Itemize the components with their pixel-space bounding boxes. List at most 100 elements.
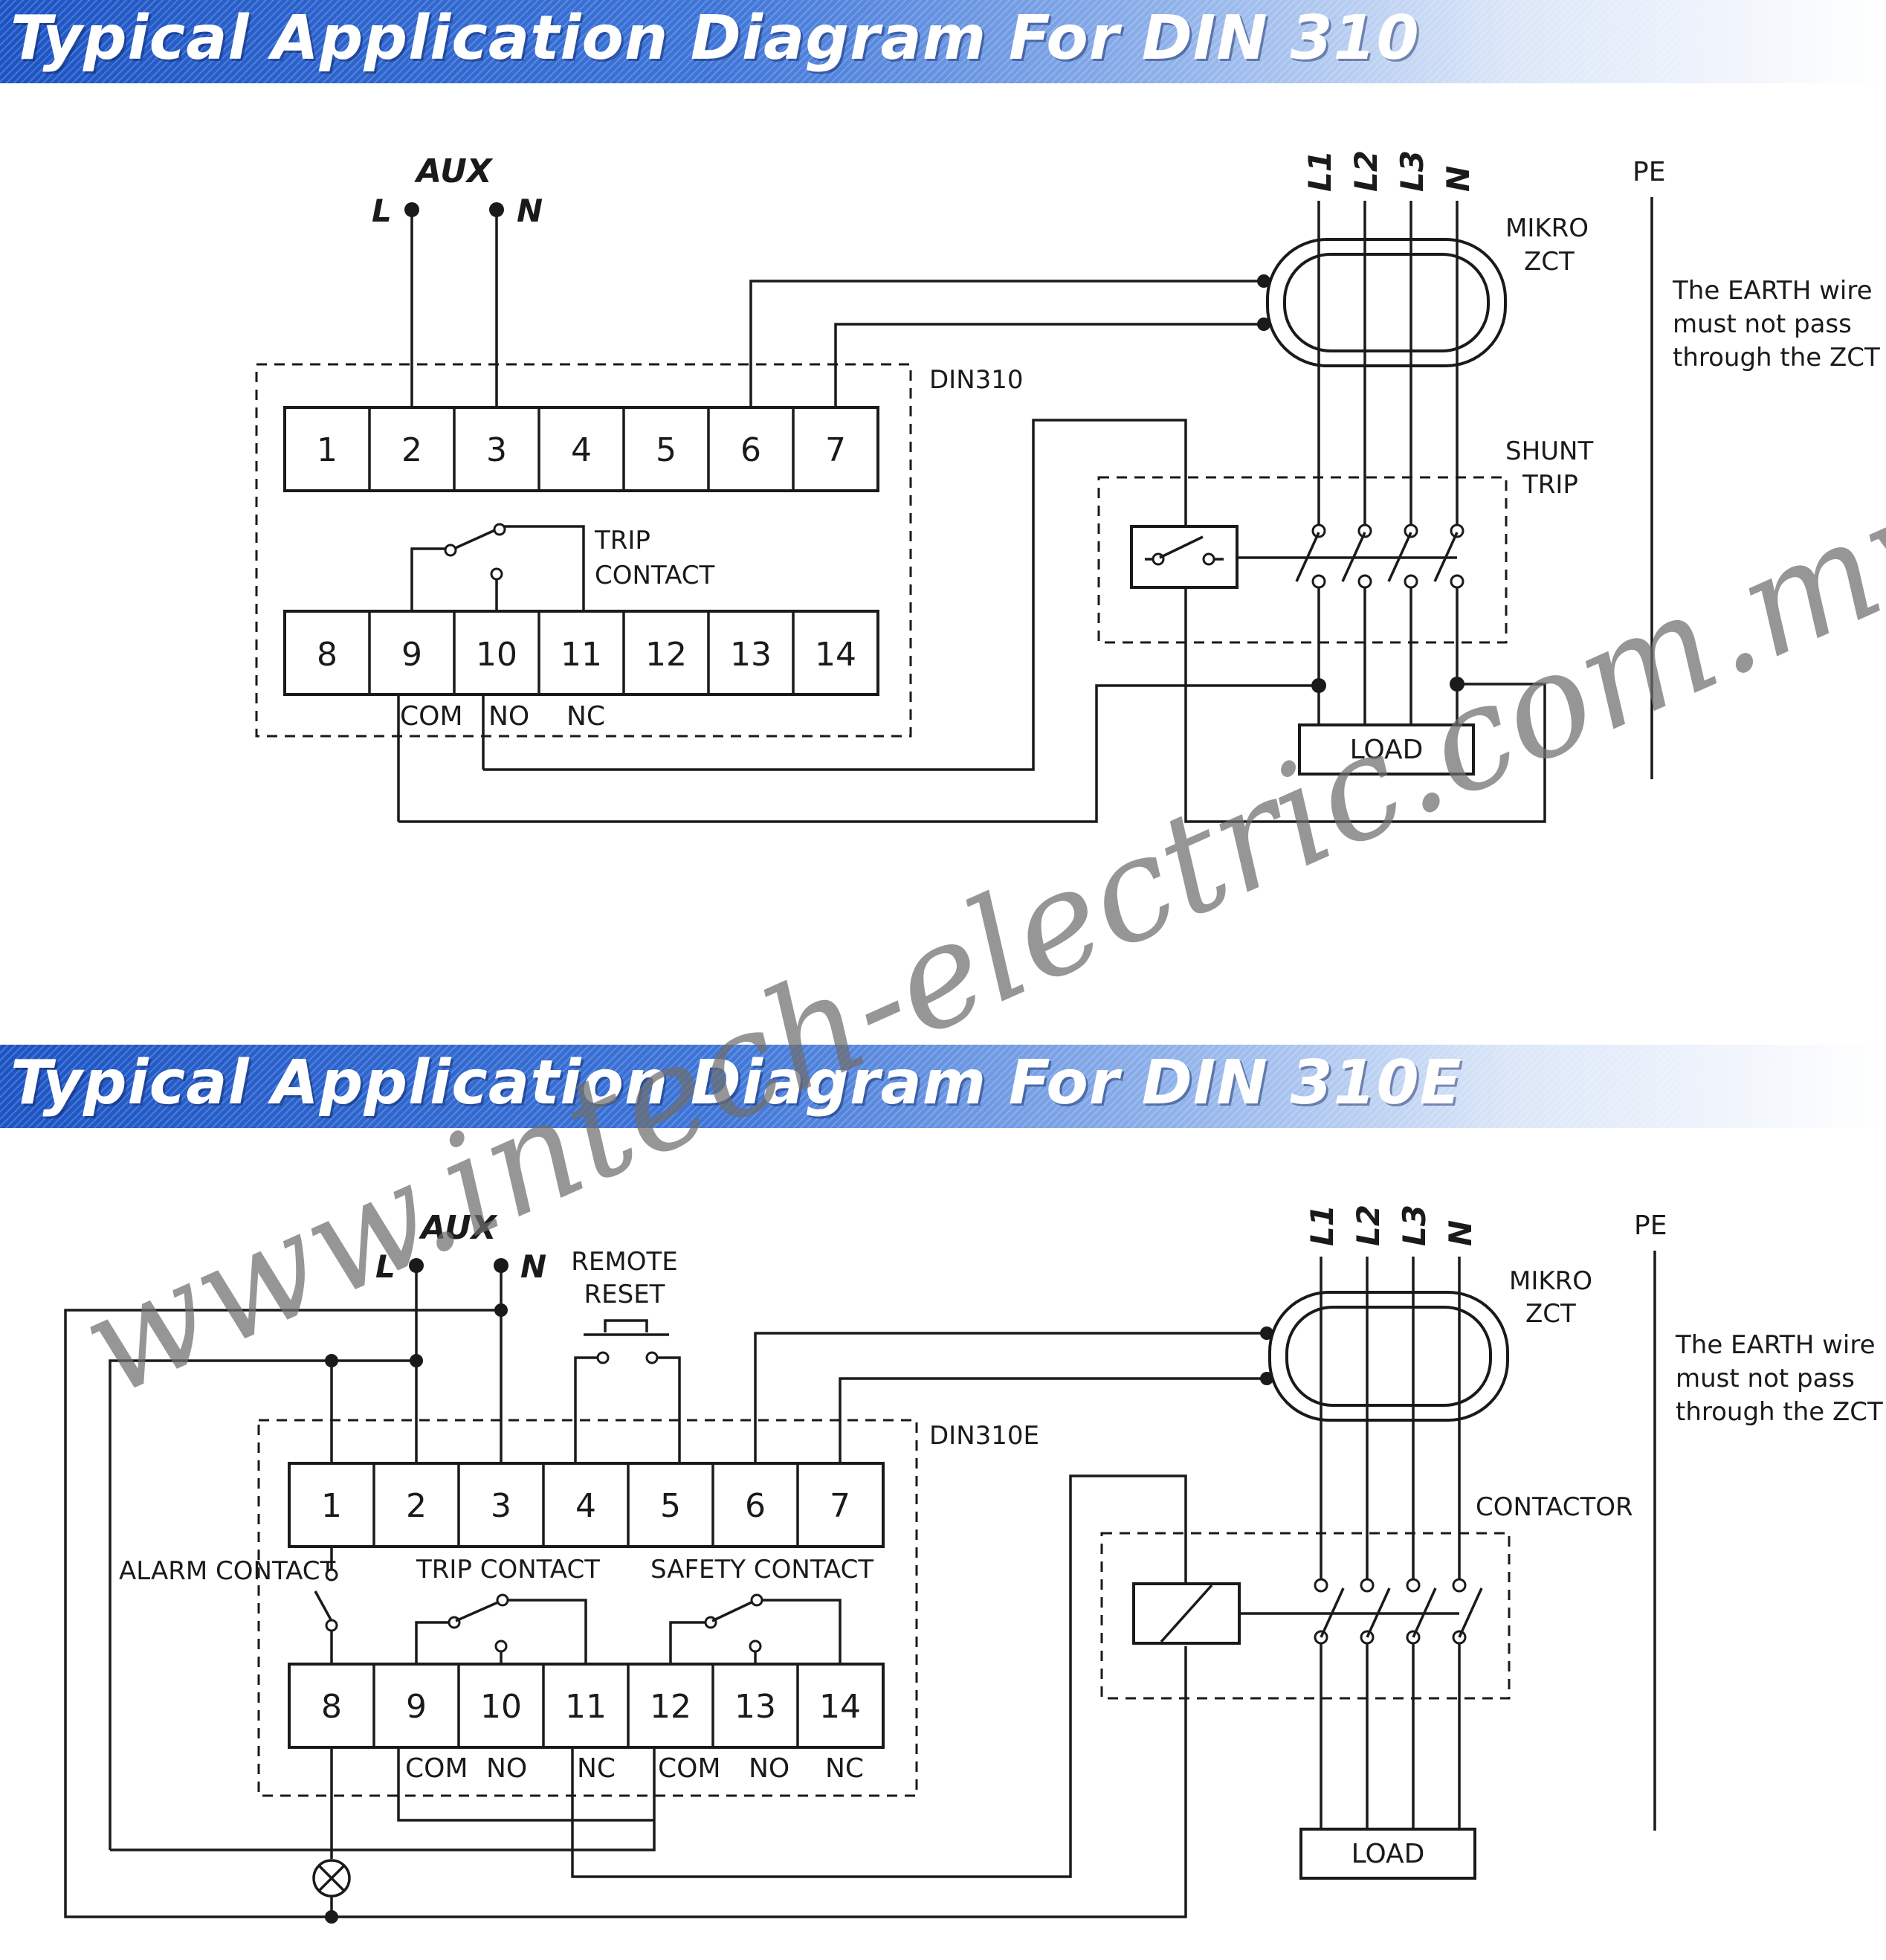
terminal-7: 7 bbox=[830, 1487, 850, 1525]
contactor-label: CONTACTOR bbox=[1476, 1492, 1633, 1522]
terminal-12: 12 bbox=[650, 1688, 691, 1726]
contact-label-com: COM bbox=[658, 1753, 721, 1784]
bottom-terminal-strip: 8 9 10 11 12 13 14 bbox=[288, 1663, 885, 1749]
phase-l3-label: L3 bbox=[1394, 150, 1430, 192]
banner-din310: Typical Application Diagram For DIN 310 bbox=[0, 0, 1886, 83]
terminal-4: 4 bbox=[571, 431, 592, 469]
diagram-din310e: DIN310E 1 2 3 4 5 6 7 8 9 10 11 12 13 bbox=[64, 1205, 1883, 1924]
contactor-outline bbox=[1100, 1532, 1511, 1700]
phase-conductors bbox=[1317, 201, 1459, 725]
terminal-5: 5 bbox=[660, 1487, 681, 1525]
terminal-9: 9 bbox=[406, 1688, 427, 1726]
shunt-trip-label: TRIP bbox=[1522, 470, 1578, 500]
trip-contact-symbol bbox=[410, 523, 585, 611]
top-terminal-strip: 1 2 3 4 5 6 7 bbox=[288, 1462, 885, 1548]
terminal-14: 14 bbox=[819, 1688, 861, 1726]
mikro-zct bbox=[1266, 238, 1507, 367]
terminal-1: 1 bbox=[317, 431, 338, 469]
mikro-zct bbox=[1268, 1291, 1509, 1422]
aux-label: AUX bbox=[419, 1209, 498, 1247]
terminal-9: 9 bbox=[401, 636, 422, 674]
contactor-contacts bbox=[1314, 1578, 1483, 1645]
contact-label-nc: NC bbox=[566, 701, 605, 732]
contact-label-com: COM bbox=[405, 1753, 468, 1784]
trip-contact-label: TRIP CONTACT bbox=[416, 1555, 600, 1585]
pe-label: PE bbox=[1634, 1211, 1667, 1241]
phase-n-label: N bbox=[1440, 166, 1476, 192]
terminal-2: 2 bbox=[401, 431, 422, 469]
device-label: DIN310E bbox=[929, 1421, 1039, 1451]
terminal-13: 13 bbox=[730, 636, 772, 674]
pe-label: PE bbox=[1633, 157, 1665, 187]
terminal-2: 2 bbox=[406, 1487, 427, 1525]
banner-din310e: Typical Application Diagram For DIN 310E bbox=[0, 1045, 1886, 1128]
aux-l-label: L bbox=[372, 193, 392, 229]
terminal-6: 6 bbox=[745, 1487, 766, 1525]
terminal-12: 12 bbox=[645, 636, 687, 674]
zct-label: ZCT bbox=[1525, 1299, 1576, 1329]
safety-contact-symbol bbox=[669, 1593, 842, 1664]
device-label: DIN310 bbox=[929, 365, 1024, 395]
shunt-trip-label: SHUNT bbox=[1505, 436, 1593, 466]
phase-conductors bbox=[1320, 1257, 1461, 1829]
load-box bbox=[1299, 1828, 1476, 1880]
phase-l1-label: L1 bbox=[1304, 1205, 1340, 1246]
trip-contact-symbol bbox=[415, 1593, 587, 1664]
earth-note: must not pass bbox=[1673, 309, 1852, 339]
remote-reset-button bbox=[574, 1319, 681, 1463]
safety-contact-label: SAFETY CONTACT bbox=[650, 1555, 873, 1585]
diagram-title: Typical Application Diagram For DIN 310E bbox=[10, 1048, 1462, 1118]
load-label: LOAD bbox=[1351, 1839, 1425, 1869]
bottom-terminal-strip: 8 9 10 11 12 13 14 bbox=[283, 610, 879, 696]
zct-label: MIKRO bbox=[1505, 213, 1589, 243]
device-outline bbox=[257, 1419, 918, 1797]
earth-note: through the ZCT bbox=[1673, 343, 1880, 373]
terminal-11: 11 bbox=[565, 1688, 607, 1726]
terminal-11: 11 bbox=[561, 636, 602, 674]
terminal-8: 8 bbox=[321, 1688, 342, 1726]
trip-contact-label: CONTACT bbox=[595, 561, 714, 590]
terminal-6: 6 bbox=[740, 431, 761, 469]
alarm-lamp-icon bbox=[312, 1859, 351, 1898]
top-terminal-strip: 1 2 3 4 5 6 7 bbox=[283, 406, 879, 492]
shunt-trip-coil bbox=[1130, 525, 1457, 589]
remote-reset-label: REMOTE bbox=[571, 1247, 677, 1277]
zct-label: MIKRO bbox=[1509, 1266, 1592, 1296]
watermark: www.intech-electric.com.my bbox=[58, 453, 1886, 1428]
load-box bbox=[1298, 723, 1475, 776]
terminal-13: 13 bbox=[734, 1688, 776, 1726]
earth-note: The EARTH wire bbox=[1672, 276, 1872, 306]
breaker-contacts bbox=[1295, 523, 1464, 589]
terminal-10: 10 bbox=[480, 1688, 522, 1726]
terminal-5: 5 bbox=[656, 431, 676, 469]
earth-note: through the ZCT bbox=[1676, 1397, 1883, 1427]
aux-n-label: N bbox=[520, 1248, 546, 1285]
device-outline bbox=[255, 363, 912, 738]
trip-contact-label: TRIP bbox=[594, 526, 650, 555]
earth-note: must not pass bbox=[1676, 1364, 1855, 1393]
phase-l3-label: L3 bbox=[1396, 1205, 1433, 1246]
phase-l2-label: L2 bbox=[1350, 1205, 1386, 1246]
phase-l2-label: L2 bbox=[1348, 150, 1384, 192]
phase-l1-label: L1 bbox=[1302, 150, 1338, 192]
diagram-din310: DIN310 1 2 3 4 5 6 7 8 9 10 11 12 13 bbox=[255, 150, 1880, 823]
contact-label-nc: NC bbox=[577, 1753, 616, 1784]
aux-label: AUX bbox=[414, 152, 494, 190]
terminal-14: 14 bbox=[815, 636, 856, 674]
zct-label: ZCT bbox=[1524, 247, 1575, 277]
contact-label-no: NO bbox=[486, 1753, 527, 1784]
terminal-4: 4 bbox=[575, 1487, 596, 1525]
terminal-3: 3 bbox=[486, 431, 507, 469]
aux-n-label: N bbox=[517, 193, 543, 229]
shunt-trip-outline bbox=[1097, 476, 1508, 644]
earth-note: The EARTH wire bbox=[1675, 1330, 1875, 1360]
terminal-7: 7 bbox=[825, 431, 846, 469]
contact-label-nc: NC bbox=[825, 1753, 864, 1784]
contact-label-no: NO bbox=[488, 701, 529, 732]
terminal-10: 10 bbox=[476, 636, 517, 674]
alarm-contact-symbol bbox=[314, 1547, 338, 1664]
aux-l-label: L bbox=[375, 1248, 395, 1285]
alarm-contact-label: ALARM CONTACT bbox=[119, 1556, 335, 1586]
phase-n-label: N bbox=[1442, 1220, 1479, 1246]
